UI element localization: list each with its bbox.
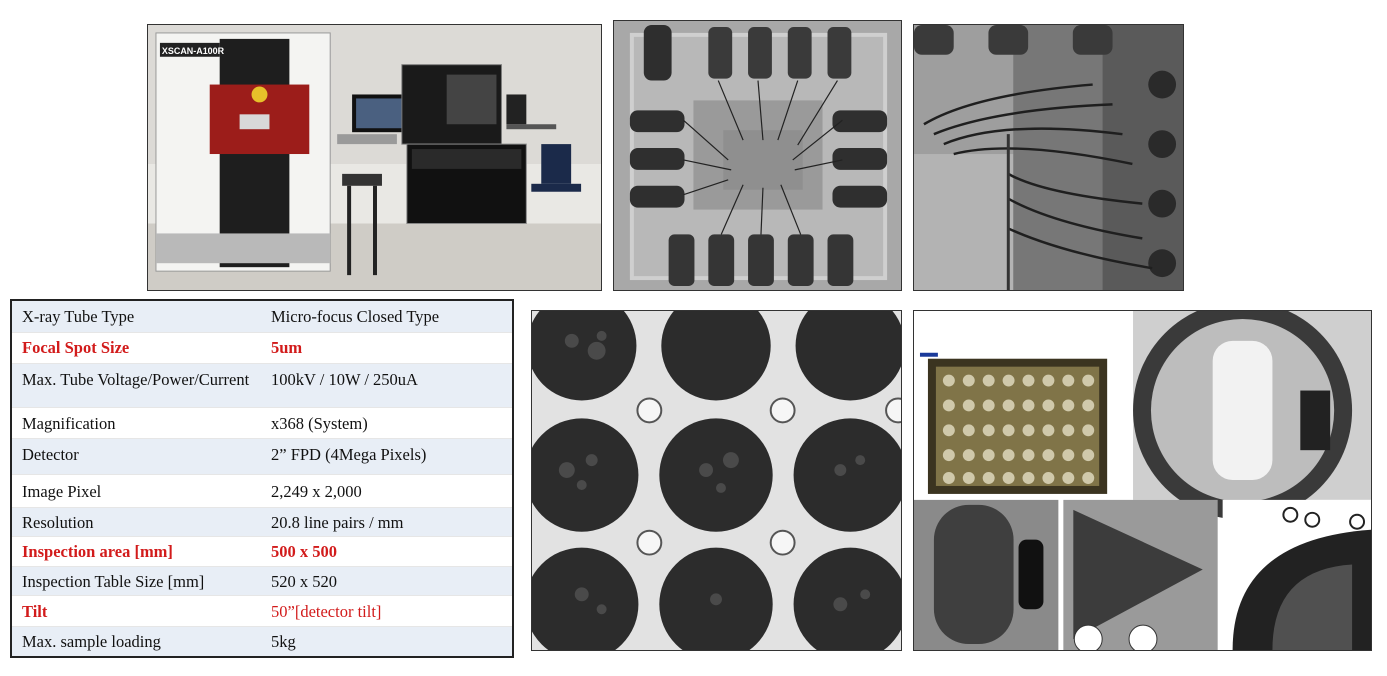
- spec-row: Max. Tube Voltage/Power/Current 100kV / …: [11, 363, 513, 409]
- spec-value: 20.8 line pairs / mm: [261, 507, 513, 538]
- xray-bga-voids-image: [531, 310, 902, 651]
- spec-value: 2” FPD (4Mega Pixels): [261, 438, 513, 476]
- spec-row: X-ray Tube Type Micro-focus Closed Type: [11, 300, 513, 334]
- xray-wire-closeup-image: [913, 24, 1184, 291]
- spec-label: Inspection area [mm]: [11, 536, 261, 567]
- spec-value: 500 x 500: [261, 536, 513, 567]
- spec-value: 5kg: [261, 626, 513, 658]
- spec-value: 50”[detector tilt]: [261, 595, 513, 627]
- spec-table: X-ray Tube Type Micro-focus Closed Type …: [10, 299, 514, 658]
- spec-row: Inspection Table Size [mm] 520 x 520: [11, 566, 513, 597]
- spec-row: Detector 2” FPD (4Mega Pixels): [11, 438, 513, 476]
- spec-row: Image Pixel 2,249 x 2,000: [11, 474, 513, 508]
- spec-value: 100kV / 10W / 250uA: [261, 363, 513, 409]
- spec-row: Magnification x368 (System): [11, 407, 513, 439]
- spec-label: Inspection Table Size [mm]: [11, 566, 261, 597]
- spec-label: Tilt: [11, 595, 261, 627]
- spec-value: x368 (System): [261, 407, 513, 439]
- xray-module-composite-image: [913, 310, 1372, 651]
- spec-label: Magnification: [11, 407, 261, 439]
- spec-row: Focal Spot Size 5um: [11, 332, 513, 364]
- spec-label: Resolution: [11, 507, 261, 538]
- spec-row: Max. sample loading 5kg: [11, 626, 513, 658]
- spec-label: Detector: [11, 438, 261, 476]
- spec-label: Max. Tube Voltage/Power/Current: [11, 363, 261, 409]
- xray-chip-image: [613, 20, 902, 291]
- spec-row: Tilt 50”[detector tilt]: [11, 595, 513, 627]
- spec-label: Image Pixel: [11, 474, 261, 508]
- spec-row: Inspection area [mm] 500 x 500: [11, 536, 513, 567]
- spec-value: 5um: [261, 332, 513, 364]
- machine-brand-label: XSCAN-A100R: [162, 46, 225, 56]
- spec-value: Micro-focus Closed Type: [261, 300, 513, 334]
- spec-row: Resolution 20.8 line pairs / mm: [11, 507, 513, 538]
- spec-label: X-ray Tube Type: [11, 300, 261, 334]
- spec-value: 520 x 520: [261, 566, 513, 597]
- xray-machine-photo: XSCAN-A100R: [147, 24, 602, 291]
- spec-value: 2,249 x 2,000: [261, 474, 513, 508]
- spec-label: Max. sample loading: [11, 626, 261, 658]
- spec-label: Focal Spot Size: [11, 332, 261, 364]
